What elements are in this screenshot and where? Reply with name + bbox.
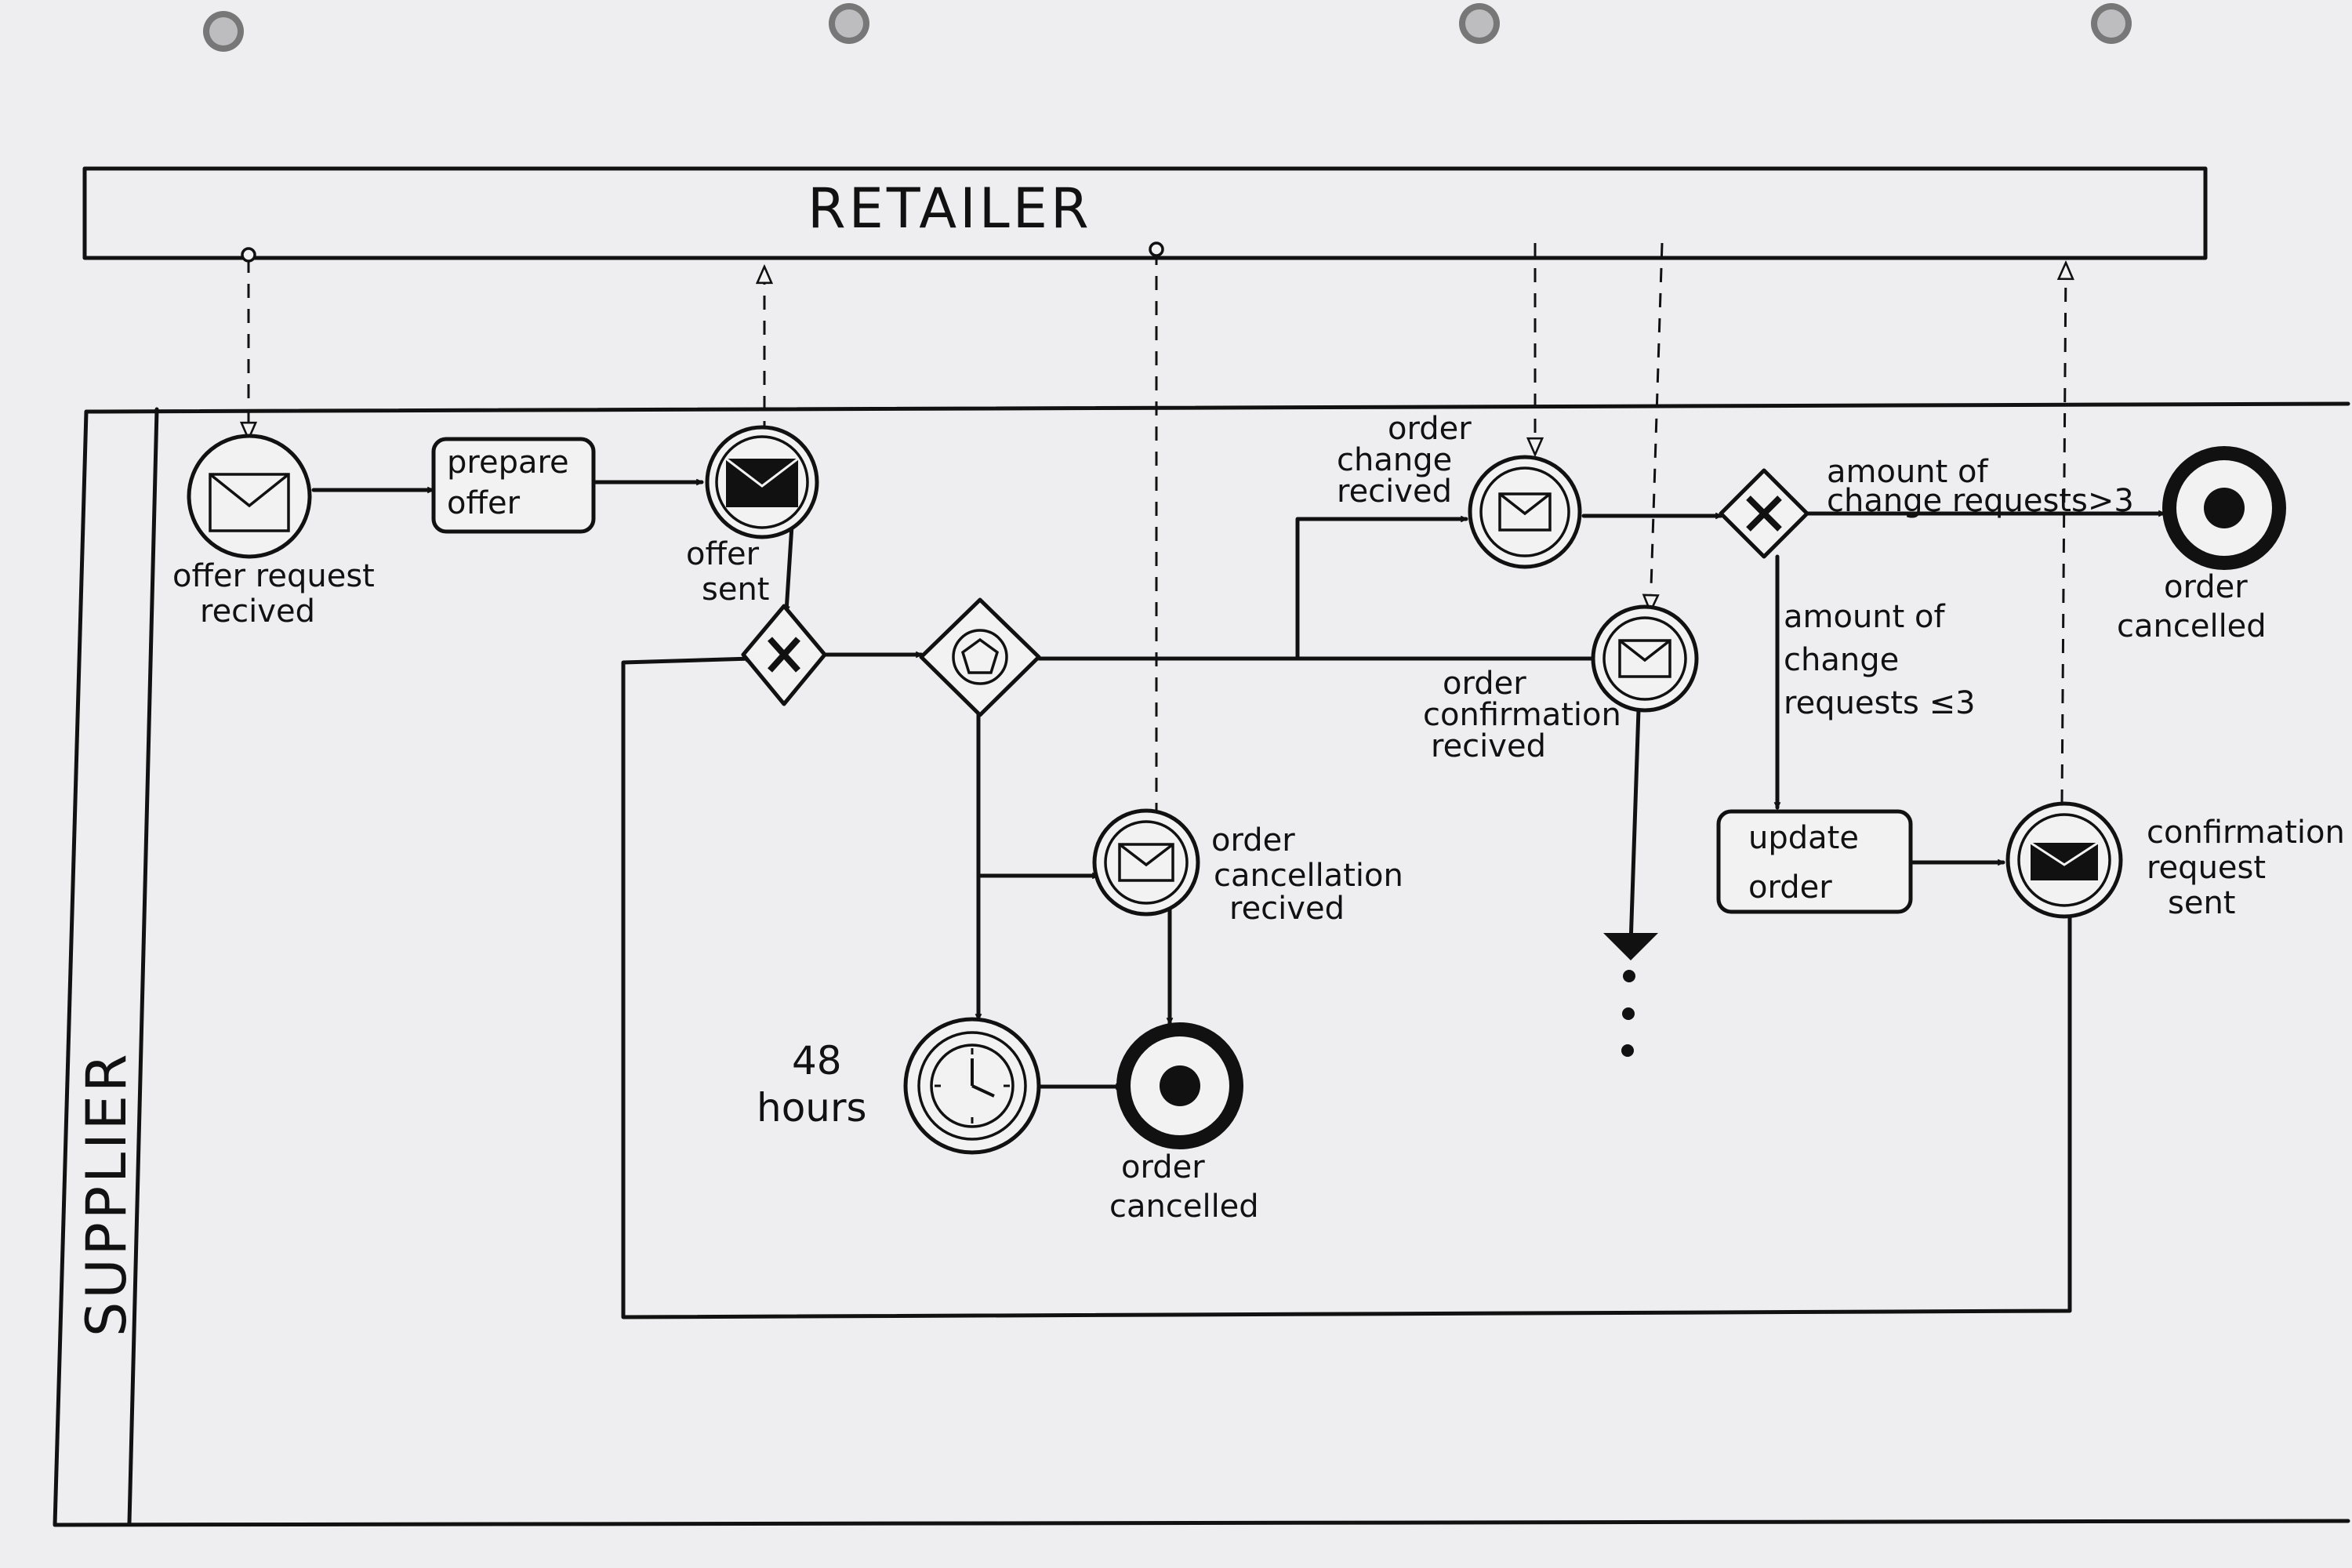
svg-text:amount of: amount of — [1784, 599, 1946, 635]
order-confirmation-received-event: order confirmation recived — [1423, 604, 1699, 764]
svg-text:recived: recived — [200, 593, 315, 630]
sequence-flows — [311, 482, 2166, 1319]
svg-text:order: order — [1748, 869, 1832, 906]
exclusive-merge-gateway — [741, 604, 827, 706]
svg-text:cancelled: cancelled — [1109, 1189, 1259, 1225]
svg-text:sent: sent — [702, 572, 769, 608]
supplier-pool-label: SUPPLIER — [74, 1051, 139, 1337]
svg-text:prepare: prepare — [447, 445, 569, 481]
svg-text:change: change — [1337, 442, 1452, 478]
svg-text:update: update — [1748, 820, 1859, 856]
envelope-icon — [1498, 492, 1552, 532]
svg-text:cancelled: cancelled — [2117, 608, 2267, 644]
filled-envelope-icon — [2030, 841, 2099, 880]
retailer-pool: RETAILER — [82, 166, 2208, 260]
update-order-task: update order — [1716, 809, 1913, 914]
filled-envelope-icon — [725, 457, 799, 507]
order-cancelled-end-event-top: order cancelled — [2117, 446, 2286, 644]
offer-sent-event: offer sent — [686, 425, 819, 608]
x-icon — [768, 637, 800, 673]
svg-text:order: order — [1121, 1149, 1205, 1185]
svg-text:confirmation: confirmation — [1423, 697, 1621, 733]
continuation-arrowhead — [1603, 933, 1658, 960]
svg-text:hours: hours — [757, 1085, 867, 1131]
offer-request-received-event: offer request recived — [172, 434, 375, 630]
envelope-icon — [1118, 843, 1174, 882]
timer-48-hours-event: 48 hours — [757, 1017, 1041, 1155]
svg-text:confirmation: confirmation — [2147, 815, 2345, 851]
order-cancelled-end-event-bottom: order cancelled — [1109, 1022, 1259, 1225]
svg-text:cancellation: cancellation — [1214, 858, 1403, 894]
svg-text:offer: offer — [686, 536, 760, 572]
svg-text:48: 48 — [792, 1038, 842, 1083]
condition-gt3: amount of change requests>3 — [1827, 454, 2134, 519]
svg-text:amount of: amount of — [1827, 454, 1989, 490]
exclusive-split-gateway — [1719, 468, 1809, 559]
svg-text:requests ≤3: requests ≤3 — [1784, 685, 1976, 721]
supplier-pool: SUPPLIER — [53, 401, 2350, 1527]
svg-text:change: change — [1784, 642, 1899, 678]
svg-text:recived: recived — [1229, 891, 1345, 927]
pentagon-icon — [960, 637, 1000, 674]
order-cancellation-received-event: order cancellation recived — [1092, 808, 1403, 927]
clock-icon — [930, 1044, 1014, 1128]
svg-text:recived: recived — [1337, 474, 1452, 510]
svg-text:order: order — [1211, 822, 1295, 858]
condition-le3: amount of change requests ≤3 — [1784, 599, 1976, 721]
svg-text:request: request — [2147, 850, 2266, 886]
svg-text:sent: sent — [2168, 885, 2235, 921]
confirmation-request-sent-event: confirmation request sent — [2005, 801, 2345, 921]
x-icon — [1746, 495, 1782, 532]
envelope-icon — [209, 473, 290, 532]
prepare-offer-task: prepare offer — [431, 437, 596, 534]
order-change-received-event: order change recived — [1337, 411, 1582, 569]
svg-text:offer request: offer request — [172, 558, 375, 594]
svg-text:order: order — [2164, 569, 2248, 605]
svg-text:order: order — [1388, 411, 1472, 447]
envelope-icon — [1618, 639, 1671, 678]
retailer-pool-label: RETAILER — [808, 176, 1092, 241]
svg-text:recived: recived — [1431, 728, 1546, 764]
svg-text:change requests>3: change requests>3 — [1827, 483, 2134, 519]
binder-holes — [203, 3, 2132, 52]
svg-text:offer: offer — [447, 485, 521, 521]
svg-text:order: order — [1443, 666, 1526, 702]
message-flows — [242, 241, 2066, 847]
event-based-gateway — [919, 597, 1041, 717]
